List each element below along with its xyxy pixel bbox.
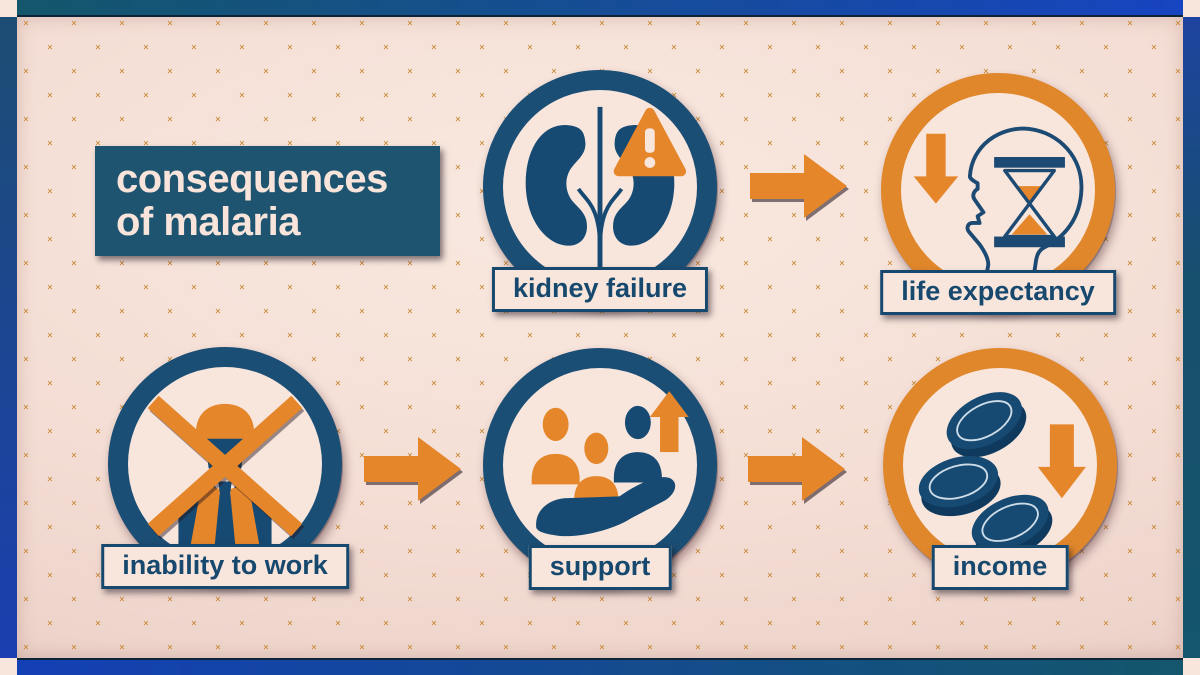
title-line-2: of malaria xyxy=(116,200,300,244)
frame-left-bar xyxy=(0,17,17,658)
node-inability-to-work: inability to work xyxy=(101,347,349,589)
frame-bottom-bar xyxy=(17,658,1183,675)
frame-corner-square xyxy=(0,0,17,17)
title-box: consequences of malaria xyxy=(95,146,440,256)
frame-right-bar xyxy=(1183,17,1200,658)
label-support: support xyxy=(528,545,672,590)
arrow-kidney-to-life-icon xyxy=(750,154,847,218)
hand-people-up-arrow-icon xyxy=(531,391,689,537)
label-kidney-failure: kidney failure xyxy=(491,267,709,312)
label-income: income xyxy=(931,545,1069,590)
infographic-canvas: ✕✕✕✕✕✕✕✕✕✕✕✕✕✕✕✕✕✕✕✕✕✕✕✕✕✕✕✕✕✕✕✕✕✕✕✕✕✕✕✕… xyxy=(17,17,1183,658)
frame-corner-square xyxy=(1183,0,1200,17)
node-life-expectancy: life expectancy xyxy=(880,73,1116,315)
worker-crossed-out-icon xyxy=(147,395,303,560)
head-hourglass-down-arrow-icon xyxy=(913,126,1084,287)
node-income: income xyxy=(883,348,1117,590)
title-line-1: consequences xyxy=(116,157,388,201)
label-life-expectancy: life expectancy xyxy=(880,270,1116,315)
frame-top-bar xyxy=(17,0,1183,17)
frame-corner-square xyxy=(1183,658,1200,675)
node-kidney-failure: kidney failure xyxy=(483,70,717,312)
label-inability-to-work: inability to work xyxy=(101,544,349,589)
inability-to-work-circle xyxy=(108,347,342,581)
arrow-support-to-income-icon xyxy=(748,437,845,501)
kidneys-warning-icon xyxy=(525,106,687,268)
arrow-work-to-support-icon xyxy=(364,437,461,501)
node-support: support xyxy=(483,348,717,590)
coins-down-arrow-icon xyxy=(918,392,1086,559)
frame-corner-square xyxy=(0,658,17,675)
